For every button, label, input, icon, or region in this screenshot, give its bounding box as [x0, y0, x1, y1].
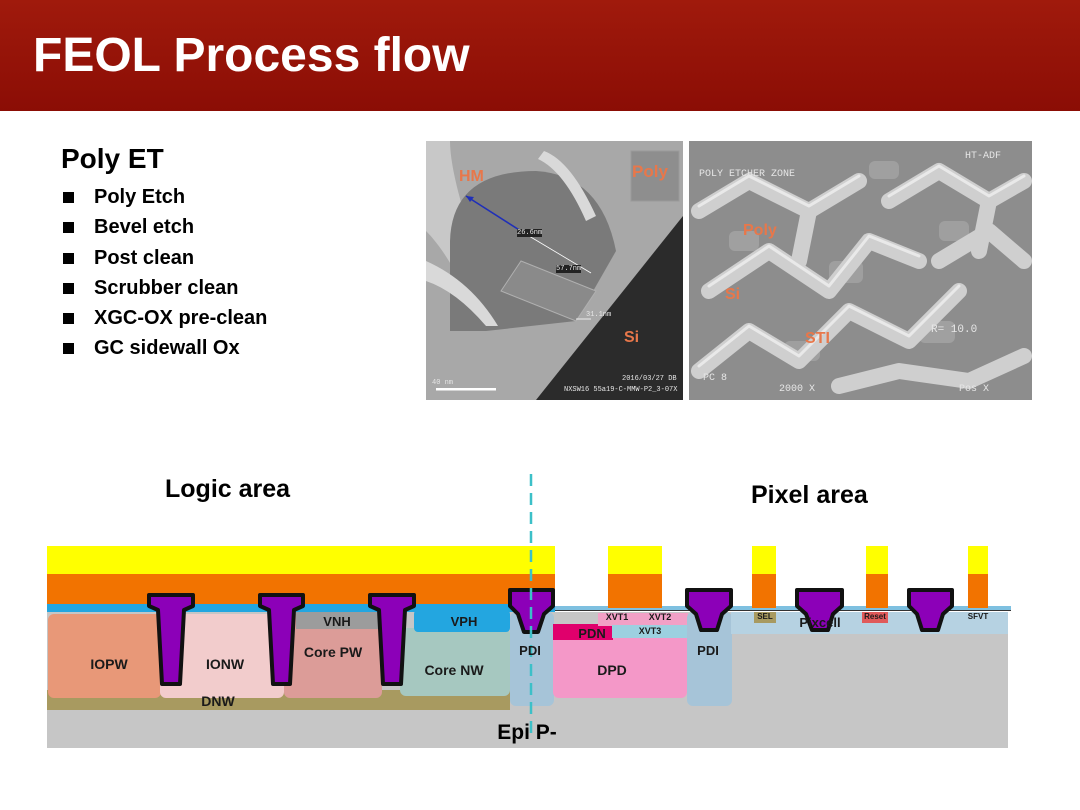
bullet-item: Post clean	[61, 243, 267, 273]
reset-label: Reset	[864, 612, 886, 621]
pdn-label: PDN	[578, 626, 606, 641]
sem-image-graphic	[689, 141, 1032, 400]
bullet-item: Bevel etch	[61, 212, 267, 242]
measure-label: 57.7nm	[556, 265, 582, 273]
stamp-text: Pos X	[959, 384, 990, 395]
si-label: Si	[725, 286, 741, 303]
sfvt-implant	[966, 612, 990, 623]
bullet-list: Poly Etch Bevel etch Post clean Scrubber…	[61, 182, 267, 364]
reset-implant	[862, 612, 888, 623]
sfvt-label: SFVT	[967, 612, 989, 621]
ionw-label: IONW	[205, 656, 245, 672]
square-bullet-icon	[63, 343, 74, 355]
pdi-left-label: PDI	[519, 643, 541, 658]
poly-label: Poly	[743, 222, 777, 239]
surface-oxide-pixel	[555, 606, 1011, 611]
bullet-text: Bevel etch	[94, 216, 195, 239]
core-pw-label: Core PW	[303, 644, 363, 660]
bullet-item: GC sidewall Ox	[61, 333, 267, 363]
slide-title: FEOL Process flow	[33, 29, 470, 82]
core-nw-label: Core NW	[424, 662, 484, 678]
dpd-label: DPD	[597, 662, 627, 678]
poly-label: Poly	[632, 162, 668, 181]
pdi-right-label: PDI	[697, 643, 719, 658]
tem-image-graphic	[426, 141, 683, 400]
si-label: Si	[624, 329, 640, 346]
xvt-implant	[598, 613, 688, 626]
stamp-text: 2016/03/27 DB	[622, 375, 677, 383]
xvt2-label: XVT2	[648, 612, 672, 622]
logic-area-title: Logic area	[165, 475, 291, 503]
square-bullet-icon	[63, 282, 74, 294]
sti-label: STI	[805, 330, 830, 347]
bullet-text: Post clean	[94, 246, 195, 269]
hm-label: HM	[459, 168, 484, 185]
stamp-text: HT-ADF	[965, 151, 1002, 162]
vph-label: VPH	[450, 614, 478, 629]
sem-tilted-image: Poly Si STI POLY ETCHER ZONE HT-ADF R= 1…	[689, 141, 1032, 400]
xvt1-label: XVT1	[605, 612, 629, 622]
hardmask-gate	[752, 546, 776, 574]
vnh-implant	[296, 612, 378, 629]
bullet-item: Poly Etch	[61, 182, 267, 212]
iopw-well	[48, 614, 161, 698]
square-bullet-icon	[63, 252, 74, 264]
square-bullet-icon	[63, 222, 74, 234]
vph-implant	[414, 610, 510, 632]
section-title: Poly ET	[61, 143, 164, 174]
bullet-text: Scrubber clean	[94, 276, 239, 299]
stamp-text: POLY ETCHER ZONE	[699, 169, 796, 180]
stamp-text: PC 8	[703, 373, 728, 384]
bullet-text: Poly Etch	[94, 186, 186, 208]
hardmask-gate	[866, 546, 888, 574]
sel-label: SEL	[757, 612, 773, 621]
dnw-label: DNW	[201, 693, 235, 709]
poly-gate	[608, 574, 662, 608]
hardmask-gate	[608, 546, 662, 574]
core-nw-well	[400, 628, 510, 696]
vnh-label: VNH	[323, 614, 351, 629]
sel-implant	[754, 612, 776, 623]
pdn-implant	[553, 624, 613, 640]
bullet-text: GC sidewall Ox	[94, 337, 240, 360]
stamp-text: R= 10.0	[931, 324, 978, 336]
measure-label: 26.6nm	[517, 229, 543, 237]
tem-cross-section-image: HM Poly Si 26.6nm 57.7nm 31.1nm 40 nm 20…	[426, 141, 683, 400]
bullet-item: Scrubber clean	[61, 273, 267, 303]
bullet-item: XGC-OX pre-clean	[61, 303, 267, 333]
poly-gate	[866, 574, 888, 608]
stamp-text: NXSW16 55a19-C-MMW-P2_3-07X	[564, 386, 678, 394]
square-bullet-icon	[63, 192, 74, 203]
iopw-label: IOPW	[90, 656, 128, 672]
hardmask-gate	[968, 546, 988, 574]
title-bar: FEOL Process flow	[0, 0, 1080, 111]
bullet-text: XGC-OX pre-clean	[94, 307, 268, 330]
pixel-area-title: Pixel area	[751, 481, 868, 509]
hardmask-layer	[47, 546, 555, 574]
substrate-label: Epi P-	[497, 721, 557, 744]
xvt3-implant	[612, 625, 688, 638]
measure-label: 31.1nm	[586, 311, 612, 319]
square-bullet-icon	[63, 313, 74, 325]
stamp-text: 2000 X	[779, 384, 816, 395]
xvt3-label: XVT3	[638, 626, 662, 636]
pixcell-label: Pixcell	[799, 615, 841, 630]
poly-gate	[968, 574, 988, 608]
scale-label: 40 nm	[432, 379, 454, 387]
poly-gate	[752, 574, 776, 608]
